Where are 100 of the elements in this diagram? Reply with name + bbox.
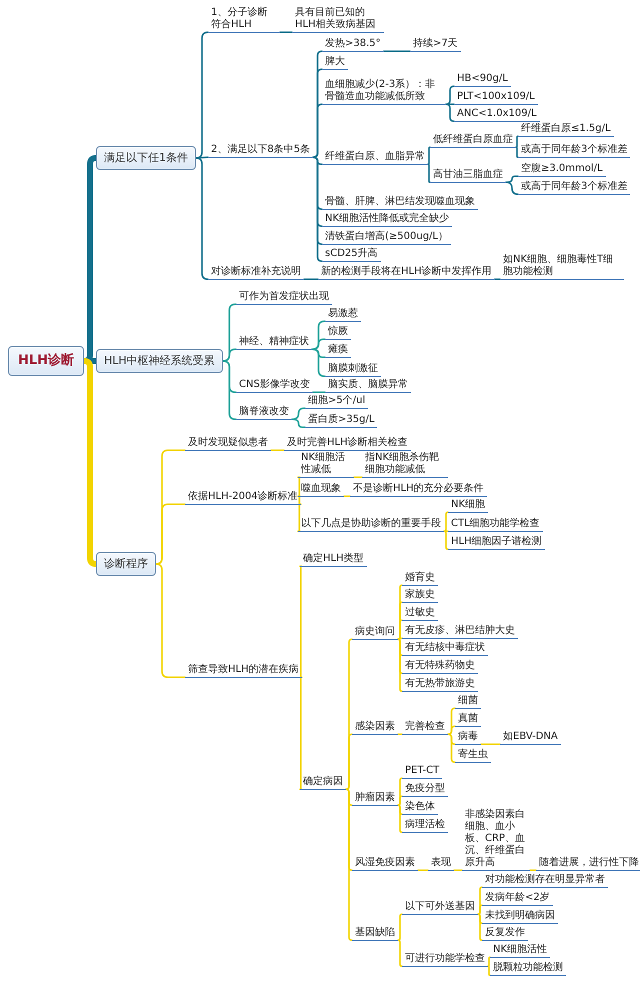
subtopic: 病理活检 [402,819,448,833]
subtopic: 肿瘤因素 [352,792,398,806]
subtopic: 或高于同年龄3个标准差 [518,144,630,158]
subtopic: 脑膜刺激征 [325,363,381,377]
branch-line [417,869,429,872]
subtopic: 可作为首发症状出现 [236,291,332,305]
subtopic: 血细胞减少(2-3系）：非骨髓造血功能减低所致 [322,79,446,105]
branch-line [397,913,403,942]
subtopic: 惊厥 [325,326,351,340]
branch-line [487,965,491,976]
subtopic: 有无结核中毒症状 [402,642,488,656]
subtopic: CTL细胞功能学检查 [448,518,543,532]
branch-line [291,407,306,420]
subtopic: sCD25升高 [322,248,381,262]
subtopic: NK细胞活性降低或完全缺少 [322,213,452,227]
subtopic: 婚育史 [402,572,438,586]
branch-line [445,103,455,122]
subtopic: 脑实质、脑膜异常 [325,379,411,393]
main-topic: 满足以下任1条件 [96,146,196,170]
branch-line [397,939,403,968]
subtopic: 有无特殊药物史 [402,660,478,674]
subtopic: 蛋白质>35g/L [305,414,378,428]
subtopic: 瘫痪 [325,344,351,358]
subtopic: 纤维蛋白原、血脂异常 [322,151,428,165]
subtopic: 未找到明确病因 [482,910,558,924]
branch-line [505,181,519,196]
subtopic: 细菌 [455,695,481,709]
branch-line [529,869,537,872]
branch-line [312,103,323,158]
branch-line [397,619,403,640]
subtopic: 及时发现疑似患者 [185,437,271,451]
subtopic: 低纤维蛋白原血症 [430,134,516,148]
branch-line [279,31,293,34]
subtopic: 或高于同年龄3个标准差 [518,181,630,195]
subtopic: 完善检查 [402,721,448,735]
branch-line [427,146,431,166]
branch-line [291,418,306,428]
subtopic: 染色体 [402,801,438,815]
subtopic: 对功能检测存在明显异常者 [482,874,608,888]
subtopic: NK细胞活性减低 [298,452,354,478]
branch-line [397,638,403,692]
subtopic: 纤维蛋白原≤1.5g/L [518,123,614,137]
subtopic: 具有目前已知的HLH相关致病基因 [292,7,384,33]
branch-line [515,146,519,158]
main-topic: HLH中枢神经系统受累 [96,349,223,373]
subtopic: 新的检测手段将在HLH诊断中发挥作用 [318,266,495,280]
branch-line [397,733,403,736]
branch-line [443,511,449,532]
branch-line [345,788,353,942]
branch-line [487,956,491,968]
branch-line [312,391,326,394]
subtopic: HB<90g/L [454,73,511,87]
branch-line [311,338,326,350]
branch-line [397,804,403,834]
branch-line [297,503,302,532]
subtopic: 免疫分型 [402,783,448,797]
branch-line [445,85,455,106]
subtopic: 表现 [428,857,454,871]
subtopic: 空腹≥3.0mmol/L [518,163,606,177]
subtopic: 非感染因素白细胞、血小板、CRP、血沉、纤维蛋白原升高 [462,809,530,871]
branch-line [515,135,519,148]
subtopic: 发病年龄<2岁 [482,892,553,906]
subtopic: 筛查导致HLH的潜在疾病 [185,664,302,678]
branch-line [299,565,303,678]
subtopic: 家族史 [402,589,438,603]
subtopic: 脑脊液改变 [236,406,292,420]
subtopic: 病史询问 [352,626,398,640]
subtopic: 真菌 [455,713,481,727]
subtopic: 可进行功能学检查 [402,953,488,967]
subtopic: 脱颗粒功能检测 [490,962,566,976]
subtopic: 高甘油三脂血症 [430,169,506,183]
subtopic: 过敏史 [402,607,438,621]
subtopic: 病毒 [455,731,481,745]
subtopic: 有无皮疹、淋巴结肿大史 [402,625,518,639]
subtopic: 确定HLH类型 [300,553,367,567]
subtopic: 噬血现象 [298,483,344,497]
subtopic: PET-CT [402,765,442,779]
branch-line [353,476,363,478]
subtopic: ANC<1.0x109/L [454,108,540,122]
branch-line [195,156,209,159]
branch-line [303,278,319,280]
branch-line [447,733,456,764]
subtopic: 易激惹 [325,308,361,322]
subtopic: 如NK细胞、细胞毒性T细胞功能检测 [500,254,624,280]
subtopic: 指NK细胞杀伤靶细胞功能减低 [362,452,448,478]
branch-line [155,503,186,565]
branch-line [397,637,403,640]
subtopic: 反复发作 [482,927,528,941]
branch-line [443,530,449,532]
branch-line [453,869,463,872]
subtopic: 发热>38.5° [322,38,384,52]
subtopic: HLH细胞因子谱检测 [448,536,545,550]
subtopic: 确定病因 [300,776,346,790]
branch-line [447,725,456,736]
branch-line [222,360,237,420]
branch-line [345,733,353,790]
branch-line [155,563,186,678]
branch-line [312,156,323,262]
branch-line [477,913,483,942]
branch-line [343,495,351,498]
